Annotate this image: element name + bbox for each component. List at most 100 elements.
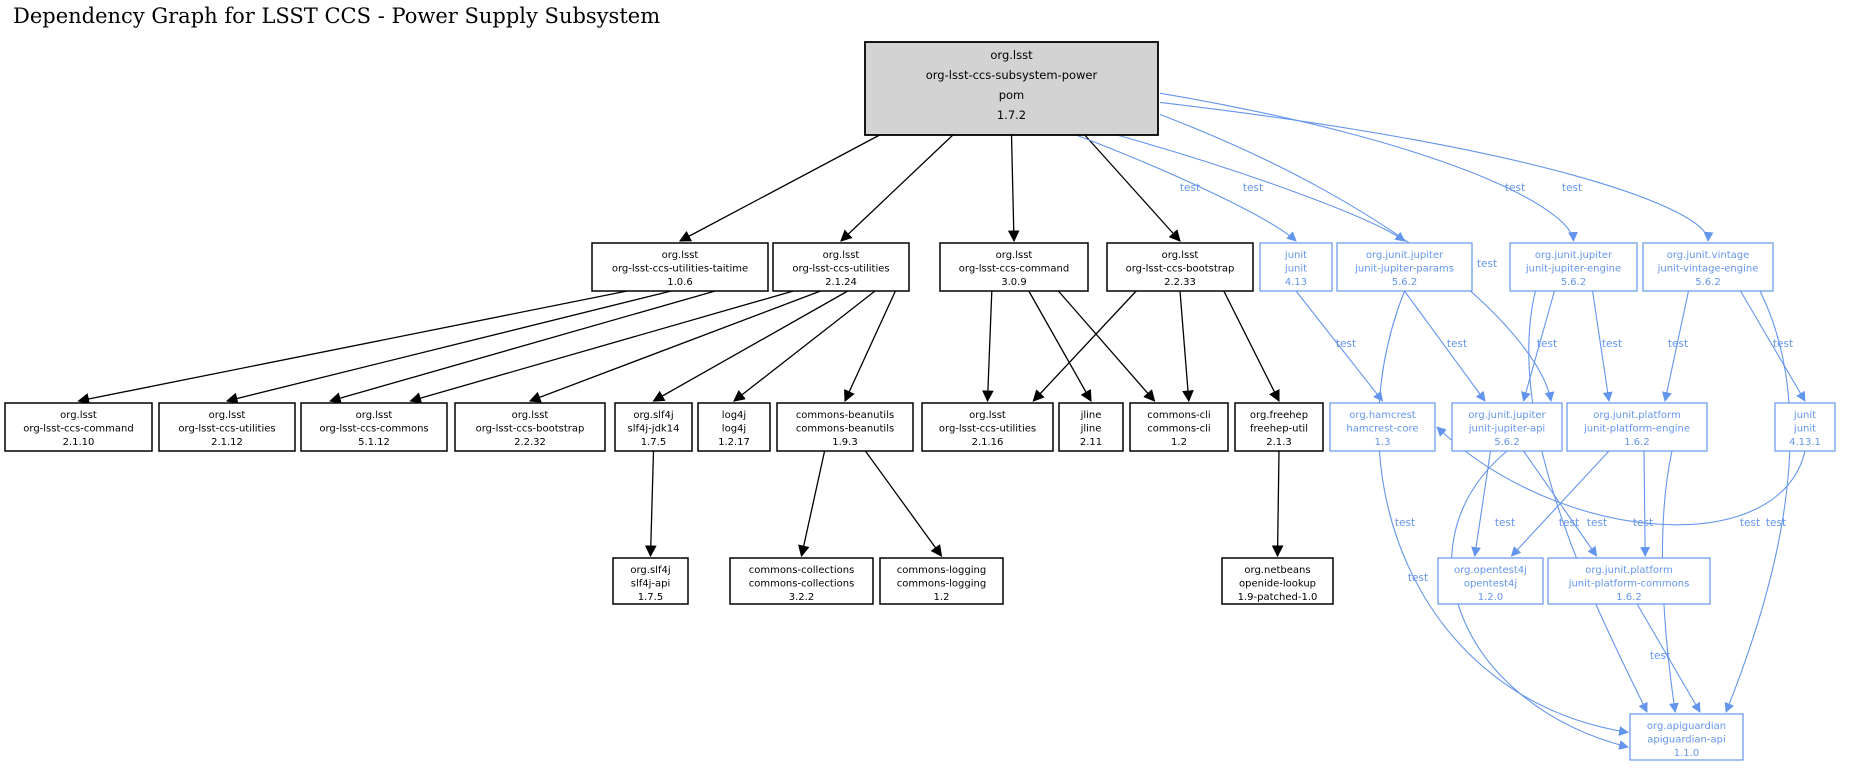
node-label: 1.9-patched-1.0: [1238, 592, 1318, 603]
edge-boot2233-freehep: [1223, 290, 1280, 403]
node-taitime: org.lsstorg-lsst-ccs-utilities-taitime1.…: [591, 242, 769, 292]
node-label: org.lsst: [969, 410, 1006, 421]
node-label: log4j: [722, 424, 746, 435]
node-label: 1.6.2: [1616, 592, 1641, 603]
node-label: org-lsst-ccs-utilities: [939, 424, 1036, 435]
node-box: [921, 402, 1054, 452]
node-label: junit: [1284, 264, 1307, 275]
edge-label: test: [1408, 572, 1428, 584]
node-box: [697, 402, 771, 452]
node-label: hamcrest-core: [1346, 424, 1418, 435]
node-label: org-lsst-ccs-subsystem-power: [926, 68, 1098, 82]
edge-label: test: [1495, 517, 1515, 529]
edge-cmd309-jline: [1028, 290, 1092, 403]
edge-label: test: [1650, 650, 1670, 662]
node-label: org.junit.jupiter: [1535, 250, 1613, 261]
edge-label: test: [1243, 182, 1263, 194]
node-label: pom: [999, 88, 1025, 102]
node-box: [1437, 557, 1544, 605]
edge-params-apiguardian: [1378, 290, 1629, 736]
node-label: org.junit.platform: [1585, 565, 1672, 576]
node-pcommons: org.junit.platformjunit-platform-commons…: [1547, 557, 1711, 605]
node-label: org.junit.platform: [1593, 410, 1680, 421]
node-label: org.apiguardian: [1647, 721, 1726, 732]
node-box: [1221, 557, 1334, 605]
node-label: 5.6.2: [1392, 277, 1417, 288]
node-label: commons-logging: [897, 565, 986, 576]
edge-label: test: [1477, 258, 1497, 270]
node-label: org-lsst-ccs-utilities-taitime: [612, 264, 748, 275]
node-label: slf4j-jdk14: [628, 424, 680, 435]
node-label: commons-collections: [749, 565, 855, 576]
edge-label: test: [1505, 182, 1525, 194]
node-box: [454, 402, 606, 452]
node-label: org-lsst-ccs-utilities: [178, 424, 275, 435]
node-label: 5.6.2: [1561, 277, 1586, 288]
node-pengine: org.junit.platformjunit-platform-engine1…: [1566, 402, 1708, 452]
node-label: org.lsst: [662, 250, 699, 261]
edge-vintage-apiguardian: [1724, 290, 1791, 713]
node-label: org-lsst-ccs-command: [23, 424, 133, 435]
node-label: junit-jupiter-params: [1354, 264, 1454, 275]
edge-freehep-netbeans: [1271, 450, 1284, 558]
node-box: [1259, 242, 1333, 292]
edge-root-params: [1116, 134, 1406, 242]
node-label: 1.7.5: [638, 592, 663, 603]
edge-beanutils-logging: [864, 450, 943, 557]
node-box: [939, 242, 1089, 292]
node-label: commons-logging: [897, 579, 986, 590]
node-label: 3.0.9: [1001, 277, 1026, 288]
node-label: commons-cli: [1147, 424, 1210, 435]
node-label: org.junit.jupiter: [1366, 250, 1444, 261]
node-label: junit-vintage-engine: [1657, 264, 1759, 275]
node-box: [158, 402, 296, 452]
edge-label: test: [1336, 338, 1356, 350]
node-label: 2.2.32: [514, 437, 546, 448]
node-label: org.junit.vintage: [1667, 250, 1750, 261]
edge-root-cmd309: [1007, 134, 1020, 243]
node-label: 4.13.1: [1789, 437, 1821, 448]
edge-junit4131-hamcrest: [1436, 426, 1806, 526]
edge-root-boot2233: [1084, 134, 1181, 242]
edge-pengine-pcommons: [1640, 450, 1651, 557]
edge-japi-apiguardian: [1451, 450, 1629, 750]
edge-label: test: [1668, 338, 1688, 350]
node-label: org.slf4j: [630, 565, 670, 576]
edge-taitime-commons5112: [329, 290, 716, 404]
node-label: 1.1.0: [1674, 748, 1699, 759]
node-label: 2.2.33: [1164, 277, 1196, 288]
node-label: jline: [1080, 424, 1102, 435]
edge-label: test: [1766, 517, 1786, 529]
node-label: 2.11: [1080, 437, 1102, 448]
edge-vintage-pengine: [1662, 290, 1690, 402]
node-box: [1234, 402, 1324, 452]
node-box: [864, 41, 1159, 136]
node-label: org-lsst-ccs-commons: [319, 424, 428, 435]
node-label: org.lsst: [996, 250, 1033, 261]
node-box: [300, 402, 448, 452]
node-label: org.lsst: [990, 48, 1033, 62]
node-label: 1.2.0: [1478, 592, 1503, 603]
edge-label: test: [1740, 517, 1760, 529]
edge-label: test: [1447, 338, 1467, 350]
node-label: 2.1.10: [63, 437, 95, 448]
node-label: commons-cli: [1147, 410, 1210, 421]
edge-label: test: [1562, 182, 1582, 194]
node-box: [1106, 242, 1254, 292]
node-label: junit-jupiter-api: [1468, 424, 1545, 435]
node-label: 5.1.12: [358, 437, 390, 448]
edge-taitime-cmd2110: [77, 290, 628, 405]
edge-pengine-opentest: [1510, 450, 1610, 557]
node-label: 1.7.5: [641, 437, 666, 448]
